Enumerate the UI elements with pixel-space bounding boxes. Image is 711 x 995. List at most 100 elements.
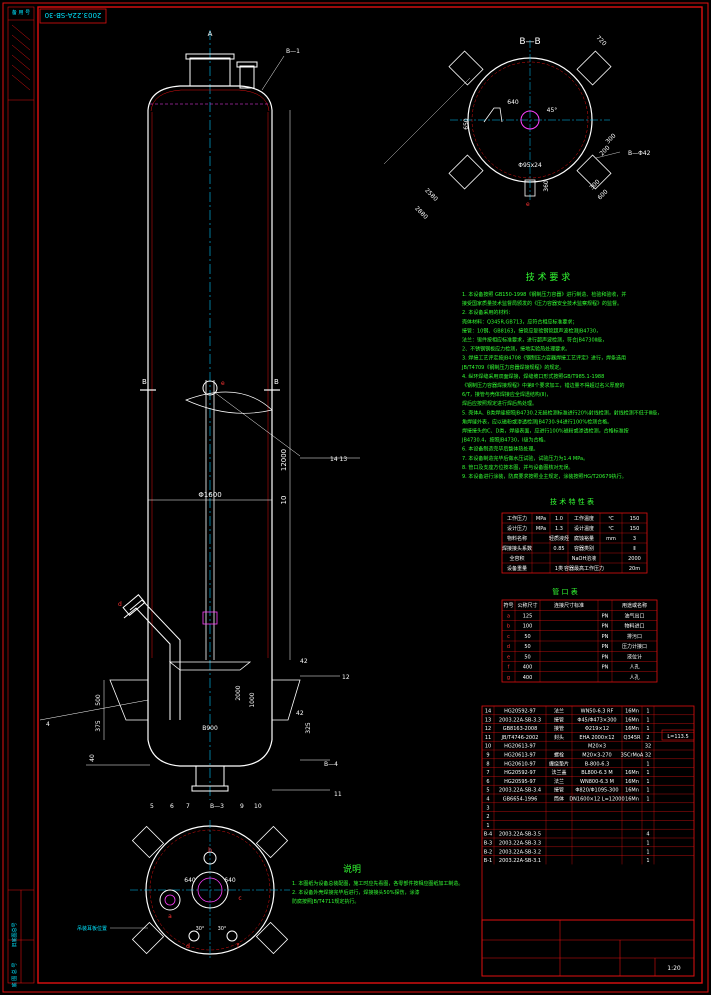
center-nozzle (520, 110, 540, 130)
item-callout-12: 12 (342, 674, 350, 681)
parts-cell: 12 (485, 726, 491, 732)
bb-dim-phi95: Φ95x24 (518, 162, 542, 169)
spec-cell: 设计温度 (574, 525, 594, 532)
parts-cell: 10 (485, 744, 491, 750)
parts-cell: 1 (646, 858, 649, 864)
parts-side-note: L=113.5 (667, 734, 688, 740)
parts-cell: 5 (486, 788, 489, 794)
top-small-nozzle (239, 65, 255, 89)
nozzle-cell: e (507, 654, 510, 660)
spec-cell: mm (606, 536, 616, 542)
spec-cell: 1.0 (555, 516, 563, 522)
parts-cell: M20×3-270 (582, 753, 611, 759)
parts-cell: B-800-6.3 (585, 761, 610, 767)
parts-cell: 16Mn (625, 779, 639, 785)
spec-cell: 轻质液烃 (549, 535, 569, 542)
parts-cell: M20×3 (588, 744, 606, 750)
nozzle-table-heading: 管 口 表 (552, 587, 577, 596)
parts-cell: 螺栓 (554, 752, 564, 759)
nozzle-cell: 液位计 (627, 653, 642, 660)
parts-cell: WN800-6.3 M (580, 779, 614, 785)
tech-req-line: 9. 本设备进行涂装，防腐要求按照业主规定，涂装按照HG/T20679执行。 (462, 473, 627, 480)
item-callout-4: 4 (46, 721, 50, 728)
item-callout-9: 9 (240, 803, 244, 810)
nozzle-col-header: 用途或名称 (622, 602, 647, 609)
inlet-nozzle-e (202, 380, 218, 396)
parts-cell: 7 (486, 770, 489, 776)
parts-cell: B-2 (484, 849, 492, 855)
lug-ne (576, 50, 612, 86)
parts-cell: 法兰 (554, 708, 564, 715)
parts-cell: 接管 (554, 787, 564, 794)
item-callout-7: 7 (186, 803, 190, 810)
spec-cell: 1.3 (555, 526, 563, 532)
parts-cell: 2003.22A-SB-3.2 (499, 849, 541, 855)
tech-req-line: 法兰：锻件按相应标准要求，进行超声波检测，符合JB4730Ⅱ级， (462, 337, 607, 344)
parts-cell: 2003.22A-SB-3.3 (499, 841, 541, 847)
nozzle-cell: 油气出口 (624, 612, 644, 619)
spec-cell: 2000 (628, 556, 641, 562)
tech-req-line: 7. 本设备制造完毕后做水压试验，试验压力为1.4 MPa。 (462, 455, 588, 462)
parts-cell: 1 (646, 761, 649, 767)
lug-sw (448, 154, 484, 190)
item-callout-14-13: 14 13 (330, 456, 347, 463)
dim-500: 500 (95, 694, 102, 706)
parts-cell: 9 (486, 753, 489, 759)
nozzle-cell: PN (602, 624, 609, 630)
nozzle-col-header: 公称尺寸 (517, 602, 537, 609)
bottom-nozzle-a-label: a (168, 913, 172, 920)
tech-spec-heading: 技 术 特 性 表 (550, 497, 594, 506)
parts-cell: GB8163-2008 (503, 726, 538, 732)
parts-cell: 1 (646, 709, 649, 715)
parts-cell: 32 (645, 744, 651, 750)
nozzle-cell: PN (602, 654, 609, 660)
nozzle-cell: 人孔 (629, 674, 639, 681)
nozzle-cell: g (507, 675, 510, 681)
wall-thickness: 10 (280, 496, 288, 505)
tech-req-line: 焊后应按照规定进行焊后热处理。 (462, 400, 537, 407)
parts-cell: 封头 (554, 734, 564, 741)
tech-req-line: 接受国家质量技术监督局颁发的《压力容器安全技术监察规程》的监督。 (462, 300, 622, 307)
item-callout-5: 5 (150, 803, 154, 810)
parts-cell: 1 (646, 841, 649, 847)
item-callout-b4: B—4 (324, 761, 338, 768)
parts-cell: WN50-6.3 RF (581, 709, 614, 715)
parts-cell: Φ219×12 (585, 726, 609, 732)
bottom-nozzle-a (159, 889, 181, 911)
parts-cell: HG20592-97 (504, 770, 536, 776)
parts-cell: 35CrMoA (621, 753, 644, 759)
bottom-manhole (191, 871, 229, 909)
parts-cell: 14 (485, 709, 491, 715)
section-marker-b-left: B (142, 378, 147, 386)
spec-cell: 容器最高工作压力 (564, 565, 604, 572)
parts-cell: 2003.22A-SB-3.1 (499, 858, 541, 864)
parts-cell: 1 (646, 726, 649, 732)
scale-value: 1:20 (667, 965, 681, 972)
parts-cell: 13 (485, 717, 491, 723)
support-lug-left (109, 679, 149, 721)
notes-line: 1. 本图纸为设备总装配图，施工时应先看图，各零部件按相应图纸加工制造。 (292, 880, 463, 887)
dim-40: 40 (89, 754, 96, 762)
spec-cell: 3 (633, 536, 636, 542)
spec-cell: 焊接接头系数 (502, 545, 532, 552)
spec-cell: Ⅱ (633, 546, 635, 552)
nozzle-cell: 排污口 (627, 633, 642, 640)
parts-cell: 2003.22A-SB-3.4 (499, 788, 541, 794)
nozzle-cell: f (508, 665, 510, 671)
tech-req-line: 接管：10钢、GB8163，接管应复验钢管超声波检测JB4730， (462, 327, 601, 334)
tech-req-line: 角焊缝外表，应以磁粉或渗透检测JB4730-94进行100%检测合格。 (462, 418, 612, 425)
parts-cell: 32 (645, 753, 651, 759)
spec-cell: 容器类别 (574, 545, 594, 552)
tech-req-line: 8. 管口及支座方位按本图，并与设备图核对无误。 (462, 464, 573, 471)
parts-cell: 1 (646, 779, 649, 785)
bottom-nozzle-f: f (237, 943, 240, 950)
lug-se (576, 154, 612, 190)
parts-cell: B-1 (484, 858, 492, 864)
nozzle-cell: 100 (523, 624, 533, 630)
tech-req-line: 《钢制压力容器焊接规程》中第Ⅱ个要求加工，错边量不得超过名义厚度的 (462, 382, 624, 389)
nozzle-cell: 400 (523, 675, 533, 681)
support-lug-right (271, 679, 301, 721)
